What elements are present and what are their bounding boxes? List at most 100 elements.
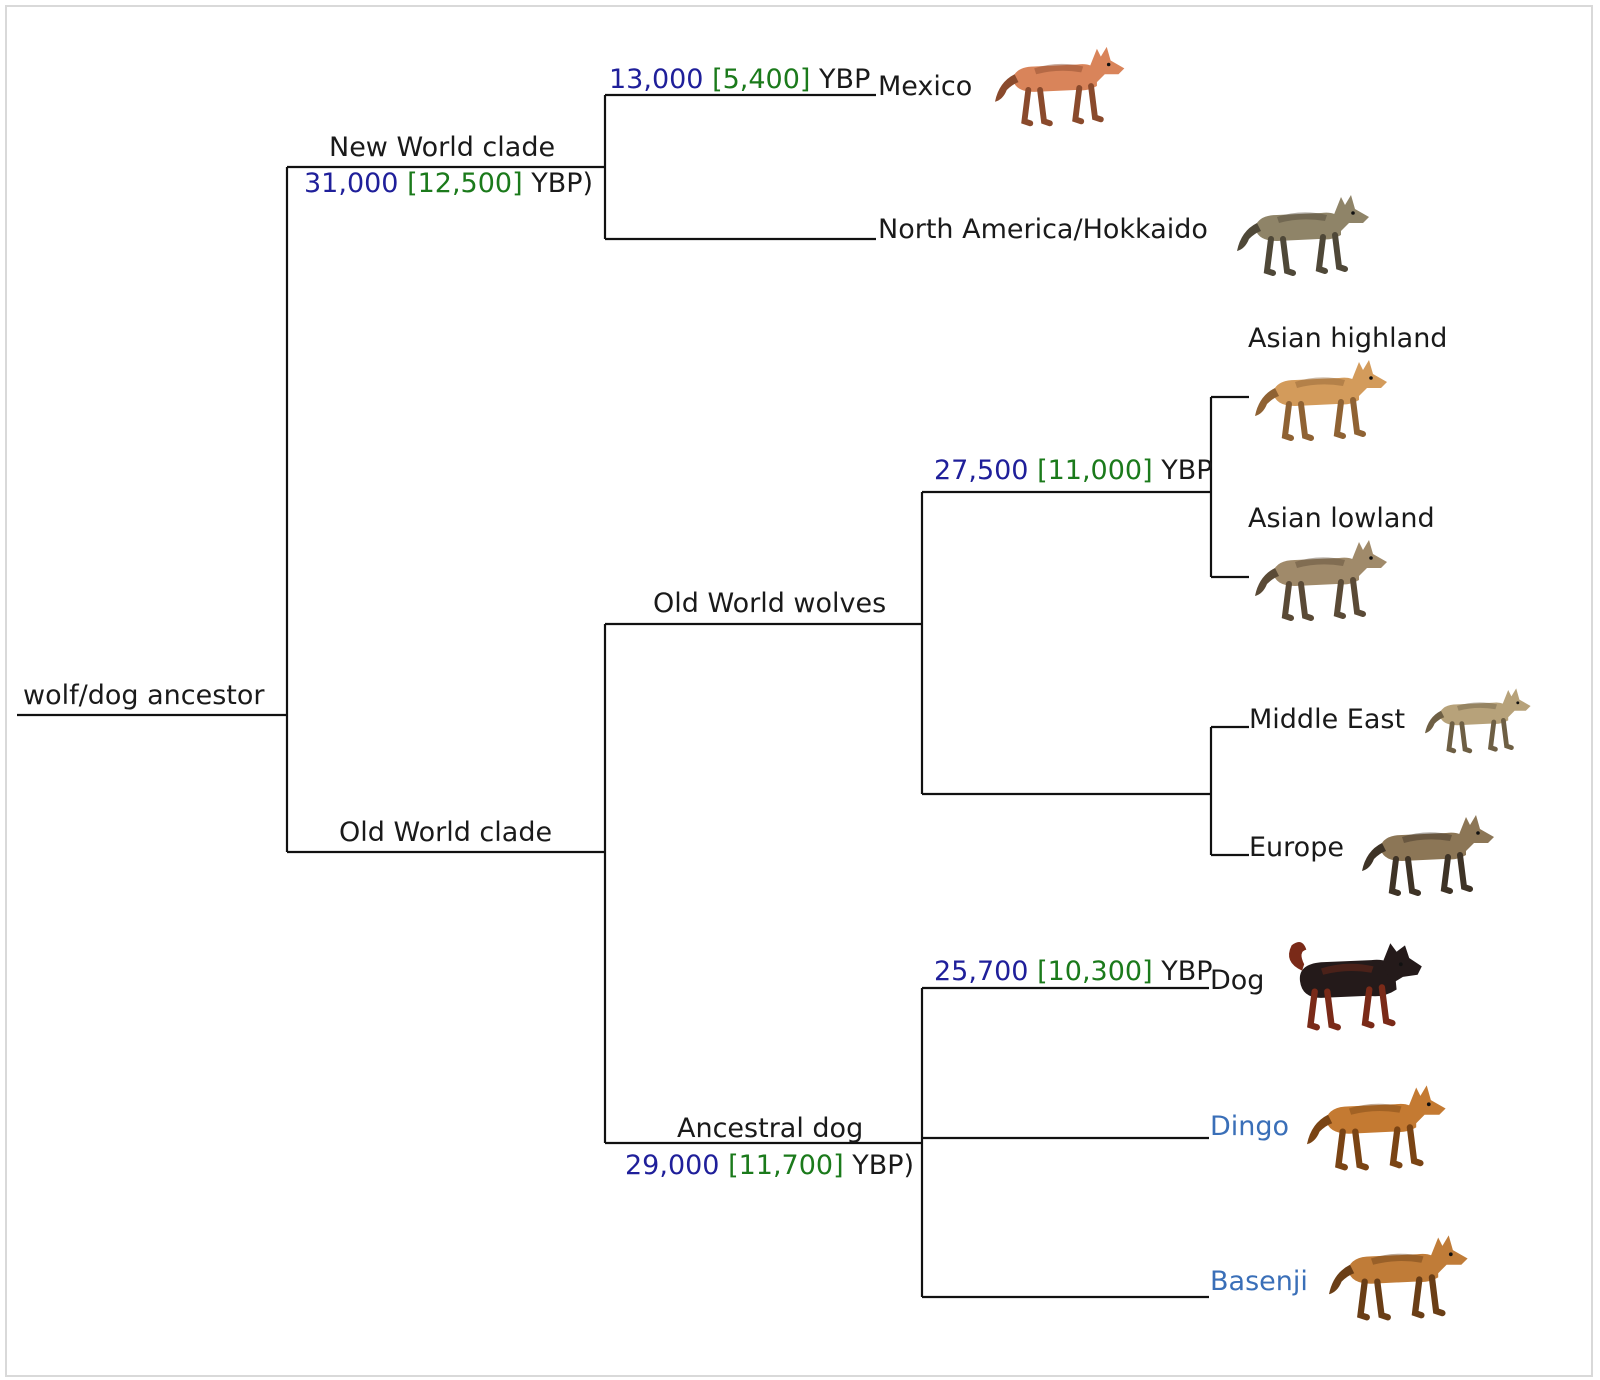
root-label: wolf/dog ancestor bbox=[23, 680, 265, 711]
animal-body bbox=[1273, 557, 1359, 586]
date-unit: YBP bbox=[818, 64, 870, 95]
leaf-dingo-link[interactable]: Dingo bbox=[1210, 1111, 1289, 1142]
animal-leg bbox=[1457, 852, 1473, 892]
dog-date: 25,700 [10,300] YBP bbox=[934, 956, 1213, 987]
old-world-wolves-label: Old World wolves bbox=[653, 588, 886, 619]
wolf-icon bbox=[1255, 540, 1387, 621]
animal-tail bbox=[1237, 223, 1261, 251]
animal-leg bbox=[1352, 1128, 1369, 1171]
animal-tail bbox=[995, 74, 1019, 102]
date-bracket: [11,700] bbox=[728, 1150, 844, 1181]
date-bracket: [10,300] bbox=[1037, 956, 1153, 987]
animal-leg bbox=[1374, 1278, 1391, 1321]
animal-leg bbox=[1037, 87, 1053, 127]
wolf-icon bbox=[1255, 360, 1387, 441]
animal-leg bbox=[1388, 856, 1401, 896]
animal-shading bbox=[1034, 63, 1084, 75]
animal-leg bbox=[1378, 984, 1396, 1027]
animal-tail bbox=[1289, 942, 1307, 971]
illustrations bbox=[995, 46, 1531, 1321]
animal-leg bbox=[1428, 1274, 1446, 1317]
dingo-icon bbox=[1307, 1085, 1446, 1171]
figure-frame: wolf/dog ancestor New World clade 31,000… bbox=[5, 5, 1593, 1377]
animal-shading bbox=[1295, 557, 1345, 568]
animal-leg bbox=[1088, 83, 1104, 123]
date-bracket: [11,000] bbox=[1037, 455, 1153, 486]
animal-shading bbox=[1295, 377, 1345, 388]
animal-leg bbox=[1332, 232, 1348, 272]
date-unit: YBP) bbox=[530, 168, 593, 199]
animal-leg bbox=[1350, 577, 1366, 617]
date-unit: YBP bbox=[1160, 956, 1212, 987]
animal-head bbox=[1333, 195, 1369, 231]
animal-tail bbox=[1362, 843, 1386, 871]
animal-shading bbox=[1371, 1253, 1424, 1265]
animal-shading bbox=[1402, 832, 1452, 843]
animal-tail bbox=[1425, 710, 1445, 734]
asian-date: 27,500 [11,000] YBP bbox=[934, 455, 1213, 486]
animal-leg bbox=[1440, 854, 1453, 894]
animal-tail bbox=[1307, 1114, 1333, 1145]
animal-eye bbox=[1476, 831, 1480, 835]
date-bracket: [12,500] bbox=[407, 168, 523, 199]
branches bbox=[17, 93, 1249, 1299]
animal-head bbox=[1351, 540, 1387, 576]
animal-body bbox=[1273, 377, 1359, 406]
animal-tail bbox=[1329, 1264, 1355, 1295]
animal-leg bbox=[1389, 1126, 1403, 1169]
leaf-europe: Europe bbox=[1249, 832, 1344, 863]
animal-head bbox=[1351, 360, 1387, 396]
animal-leg bbox=[1487, 719, 1498, 752]
date-bracket: [5,400] bbox=[712, 64, 810, 95]
date-value: 25,700 bbox=[934, 956, 1028, 987]
animal-shading bbox=[1321, 963, 1374, 975]
animal-body bbox=[1380, 832, 1466, 861]
animal-leg bbox=[1333, 579, 1346, 619]
leaf-middle-east: Middle East bbox=[1249, 704, 1405, 735]
animal-leg bbox=[1406, 1124, 1424, 1167]
animal-body bbox=[1255, 212, 1341, 241]
animal-leg bbox=[1021, 87, 1034, 127]
animal-leg bbox=[1411, 1276, 1425, 1319]
animal-eye bbox=[1398, 962, 1403, 967]
mexico-date: 13,000 [5,400] YBP bbox=[609, 64, 870, 95]
animal-eye bbox=[1369, 556, 1373, 560]
basenji-icon bbox=[1329, 1235, 1468, 1321]
animal-eye bbox=[1369, 376, 1373, 380]
animal-leg bbox=[1333, 399, 1346, 439]
date-value: 27,500 bbox=[934, 455, 1028, 486]
animal-tail bbox=[1255, 388, 1279, 416]
wolf-icon bbox=[995, 46, 1125, 127]
animal-leg bbox=[1072, 85, 1085, 125]
animal-leg bbox=[1335, 1128, 1348, 1171]
animal-body bbox=[1347, 1253, 1439, 1284]
ancestral-dog-date: 29,000 [11,700] YBP) bbox=[625, 1150, 914, 1181]
leaf-basenji-link[interactable]: Basenji bbox=[1210, 1266, 1308, 1297]
animal-leg bbox=[1298, 581, 1314, 621]
new-world-clade-label: New World clade bbox=[329, 132, 555, 163]
animal-leg bbox=[1263, 236, 1276, 276]
animal-leg bbox=[1315, 234, 1328, 274]
animal-leg bbox=[1298, 401, 1314, 441]
animal-leg bbox=[1307, 988, 1320, 1031]
animal-shading bbox=[1277, 212, 1327, 223]
animal-leg bbox=[1361, 986, 1375, 1029]
phylogenetic-tree: wolf/dog ancestor New World clade 31,000… bbox=[17, 46, 1531, 1321]
date-unit: YBP) bbox=[851, 1150, 914, 1181]
date-value: 29,000 bbox=[625, 1150, 719, 1181]
animal-body bbox=[1299, 959, 1397, 998]
date-unit: YBP bbox=[1160, 455, 1212, 486]
new-world-date: 31,000 [12,500] YBP) bbox=[304, 168, 593, 199]
animal-body bbox=[1439, 702, 1509, 726]
animal-eye bbox=[1351, 211, 1355, 215]
animal-body bbox=[1012, 64, 1097, 92]
animal-leg bbox=[1446, 721, 1457, 754]
wolf-icon bbox=[1237, 195, 1369, 276]
animal-shading bbox=[1349, 1103, 1402, 1115]
animal-shading bbox=[1457, 702, 1497, 711]
leaf-mexico: Mexico bbox=[878, 71, 972, 102]
animal-head bbox=[1429, 1235, 1468, 1274]
animal-head bbox=[1458, 815, 1494, 851]
animal-head bbox=[1407, 1085, 1446, 1124]
date-value: 13,000 bbox=[609, 64, 703, 95]
